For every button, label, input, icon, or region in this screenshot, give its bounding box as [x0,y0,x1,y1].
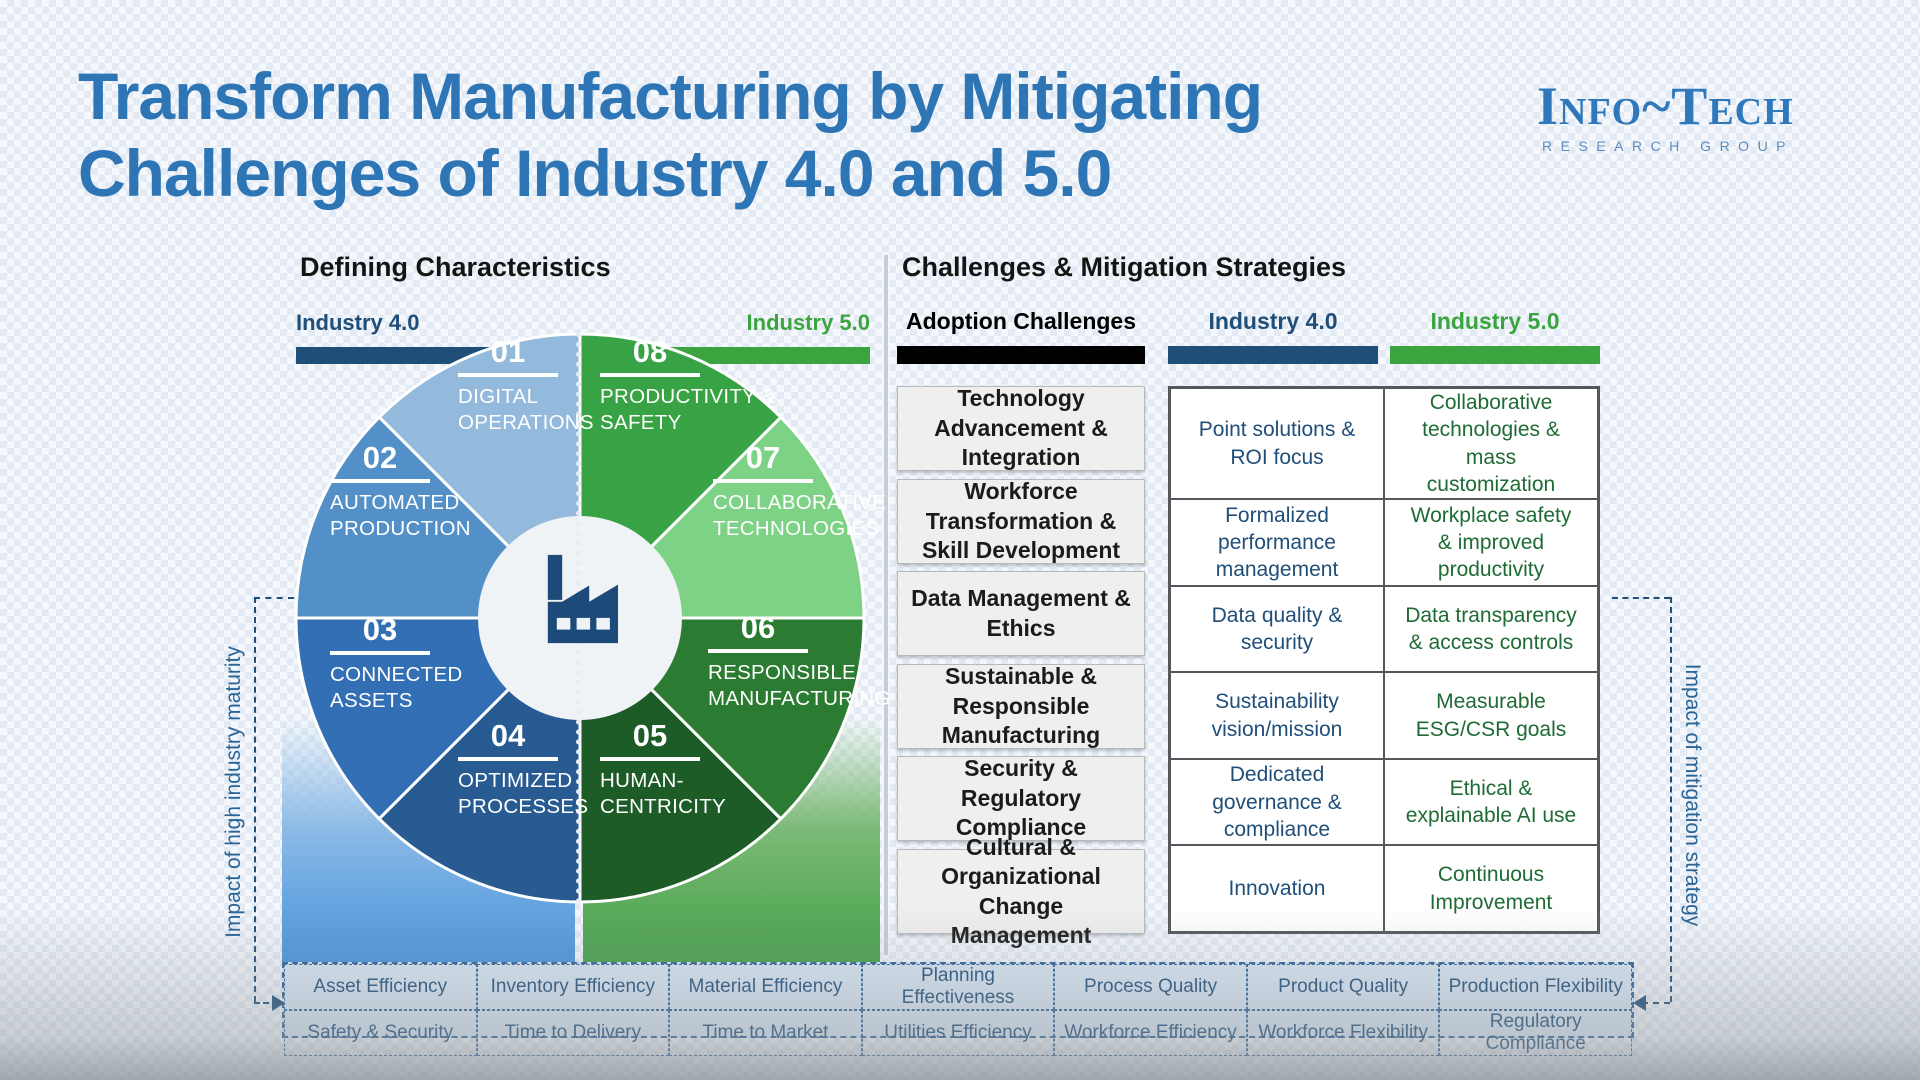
arrow-left-icon [1633,995,1646,1011]
mitigation-cell: Data transparency & access controls [1384,585,1598,673]
column-header-adoption-challenges: Adoption Challenges [906,308,1136,334]
factory-icon [547,554,618,644]
mitigation-cell: Point solutions & ROI focus [1170,388,1384,500]
mitigation-cell: Collaborative technologies & mass custom… [1384,388,1598,500]
infotech-logo-wordmark: Info~Tech [1537,76,1794,136]
metric-cell: Regulatory Compliance [1439,1010,1632,1056]
industry50-column-bar [1390,346,1600,364]
left-bracket-bottom [254,1002,278,1004]
metric-cell: Production Flexibility [1439,964,1632,1010]
metric-cell: Process Quality [1054,964,1247,1010]
right-bracket-side [1670,597,1672,1002]
metric-cell: Utilities Efficiency [861,1010,1055,1056]
challenge-box-1: Technology Advancement & Integration [897,385,1145,471]
metric-cell: Product Quality [1246,964,1440,1010]
arrow-right-icon [272,995,285,1011]
mitigation-cell: Data quality & security [1170,585,1384,673]
metric-cell: Workforce Flexibility [1246,1010,1440,1056]
page-title-line1: Transform Manufacturing by Mitigating [78,59,1263,133]
adoption-challenges-bar [897,346,1145,364]
page-title: Transform Manufacturing by Mitigating Ch… [78,58,1263,211]
metric-cell: Time to Market [669,1010,862,1056]
industry40-column-bar [1168,346,1378,364]
mitigation-table: Point solutions & ROI focus Collaborativ… [1168,386,1600,934]
mitigation-cell: Formalized performance management [1170,499,1384,586]
mitigation-cell: Innovation [1170,845,1384,932]
mitigation-cell: Measurable ESG/CSR goals [1384,672,1598,759]
left-bracket-top [254,597,294,599]
challenges-heading: Challenges & Mitigation Strategies [902,252,1347,282]
mitigation-cell: Sustainability vision/mission [1170,672,1384,759]
page-title-line2: Challenges of Industry 4.0 and 5.0 [78,135,1112,210]
challenge-box-2: Workforce Transformation & Skill Develop… [897,478,1145,564]
metrics-table: Asset Efficiency Inventory Efficiency Ma… [282,962,1634,1056]
metric-cell: Safety & Security [284,1010,477,1056]
metric-cell: Workforce Efficiency [1054,1010,1247,1056]
metric-cell: Inventory Efficiency [476,964,670,1010]
challenge-box-3: Data Management & Ethics [897,571,1145,656]
metric-cell: Time to Delivery [476,1010,670,1056]
left-bracket-side [254,597,256,1002]
right-bracket-top [1612,597,1670,599]
segment-label-05: 05 HUMAN-CENTRICITY [600,718,726,819]
mitigation-cell: Workplace safety & improved productivity [1384,499,1598,586]
impact-mitigation-label: Impact of mitigation strategy [1681,663,1704,927]
mitigation-cell: Ethical & explainable AI use [1384,758,1598,846]
challenge-box-4: Sustainable & Responsible Manufacturing [897,663,1145,749]
maturity-wheel [294,332,866,904]
mitigation-cell: Continuous Improvement [1384,845,1598,932]
segment-label-08: 08 PRODUCTIVITY &SAFETY [600,334,776,435]
challenge-box-6: Cultural & Organizational Change Managem… [897,834,1145,948]
metric-cell: Material Efficiency [669,964,862,1010]
infotech-logo: Info~Tech RESEARCH GROUP [1537,78,1867,154]
right-bracket-bottom [1642,1002,1670,1004]
column-header-industry50: Industry 5.0 [1430,308,1560,334]
industry50-label-wheel: Industry 5.0 [746,310,870,335]
challenge-box-5: Security & Regulatory Compliance [897,755,1145,841]
infotech-logo-subtitle: RESEARCH GROUP [1542,137,1795,154]
mitigation-cell: Dedicated governance & compliance [1170,758,1384,846]
section-divider [884,255,888,955]
metric-cell: Planning Effectiveness [861,964,1055,1010]
industry40-label-wheel: Industry 4.0 [296,310,420,335]
metric-cell: Asset Efficiency [284,964,477,1010]
impact-high-maturity-label: Impact of high industry maturity [222,646,245,938]
column-header-industry40: Industry 4.0 [1208,308,1338,334]
defining-heading: Defining Characteristics [300,252,611,282]
